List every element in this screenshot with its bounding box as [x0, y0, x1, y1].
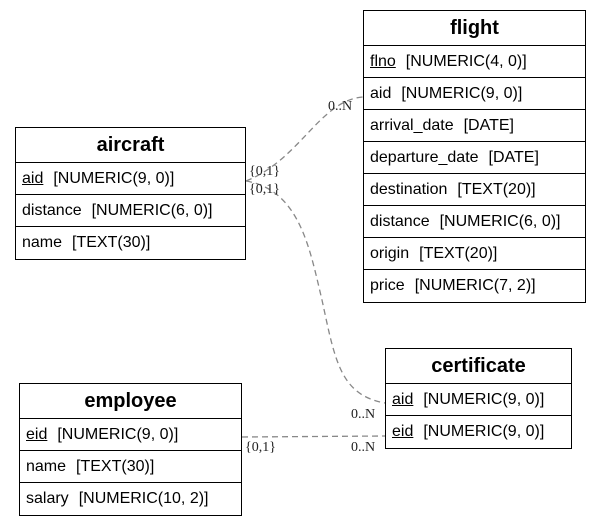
field-name: distance: [370, 213, 430, 230]
entity-flight[interactable]: flight flno [NUMERIC(4, 0)] aid [NUMERIC(9…: [363, 10, 586, 303]
entity-aircraft[interactable]: aircraft aid [NUMERIC(9, 0)] distance [NUM…: [15, 127, 246, 260]
field-type: [NUMERIC(9, 0)]: [423, 391, 545, 408]
cardinality-employee-certificate-from: {0,1}: [245, 440, 276, 455]
field-name: aid: [22, 170, 44, 187]
field-type: [NUMERIC(9, 0)]: [57, 426, 179, 443]
field-type: [NUMERIC(6, 0)]: [439, 213, 561, 230]
field-type: [NUMERIC(10, 2)]: [78, 490, 209, 507]
field-row: departure_date [DATE]: [364, 142, 585, 174]
field-name: price: [370, 277, 405, 294]
field-row: salary [NUMERIC(10, 2)]: [20, 483, 241, 515]
field-type: [NUMERIC(6, 0)]: [91, 202, 213, 219]
field-name: destination: [370, 181, 448, 198]
field-row: price [NUMERIC(7, 2)]: [364, 270, 585, 302]
entity-title: certificate: [386, 349, 571, 384]
field-type: [NUMERIC(7, 2)]: [414, 277, 536, 294]
connector-employee-certificate: [241, 435, 386, 438]
field-type: [DATE]: [488, 149, 539, 166]
field-name: aid: [392, 391, 414, 408]
field-name: origin: [370, 245, 410, 262]
field-row: distance [NUMERIC(6, 0)]: [364, 206, 585, 238]
field-name: departure_date: [370, 149, 479, 166]
cardinality-aircraft-flight-to: 0..N: [328, 99, 352, 114]
field-type: [TEXT(20)]: [457, 181, 536, 198]
field-row: name [TEXT(30)]: [20, 451, 241, 483]
field-row: flno [NUMERIC(4, 0)]: [364, 46, 585, 78]
entity-employee[interactable]: employee eid [NUMERIC(9, 0)] name [TEXT(30…: [19, 383, 242, 516]
field-row: aid [NUMERIC(9, 0)]: [386, 384, 571, 416]
field-name: name: [22, 234, 63, 251]
field-name: flno: [370, 53, 396, 70]
field-name: arrival_date: [370, 117, 454, 134]
entity-certificate[interactable]: certificate aid [NUMERIC(9, 0)] eid [NUMER…: [385, 348, 572, 449]
cardinality-aircraft-certificate-from: {0,1}: [249, 182, 280, 197]
field-type: [NUMERIC(9, 0)]: [423, 423, 545, 440]
field-name: eid: [392, 423, 414, 440]
entity-title: employee: [20, 384, 241, 419]
entity-title: aircraft: [16, 128, 245, 163]
field-name: distance: [22, 202, 82, 219]
field-row: eid [NUMERIC(9, 0)]: [386, 416, 571, 448]
field-row: eid [NUMERIC(9, 0)]: [20, 419, 241, 451]
field-row: distance [NUMERIC(6, 0)]: [16, 195, 245, 227]
connector-aircraft-flight: [245, 96, 364, 182]
field-type: [TEXT(20)]: [419, 245, 498, 262]
field-row: origin [TEXT(20)]: [364, 238, 585, 270]
field-name: aid: [370, 85, 392, 102]
field-type: [NUMERIC(9, 0)]: [401, 85, 523, 102]
field-row: name [TEXT(30)]: [16, 227, 245, 259]
field-name: salary: [26, 490, 69, 507]
field-row: aid [NUMERIC(9, 0)]: [364, 78, 585, 110]
field-type: [TEXT(30)]: [76, 458, 155, 475]
field-row: aid [NUMERIC(9, 0)]: [16, 163, 245, 195]
field-type: [TEXT(30)]: [72, 234, 151, 251]
field-row: arrival_date [DATE]: [364, 110, 585, 142]
field-type: [DATE]: [463, 117, 514, 134]
field-name: eid: [26, 426, 48, 443]
connector-aircraft-certificate: [245, 180, 386, 404]
entity-title: flight: [364, 11, 585, 46]
cardinality-employee-certificate-to: 0..N: [351, 440, 375, 455]
field-name: name: [26, 458, 67, 475]
field-type: [NUMERIC(9, 0)]: [53, 170, 175, 187]
cardinality-aircraft-certificate-to: 0..N: [351, 407, 375, 422]
field-type: [NUMERIC(4, 0)]: [405, 53, 527, 70]
cardinality-aircraft-flight-from: {0,1}: [249, 164, 280, 179]
field-row: destination [TEXT(20)]: [364, 174, 585, 206]
